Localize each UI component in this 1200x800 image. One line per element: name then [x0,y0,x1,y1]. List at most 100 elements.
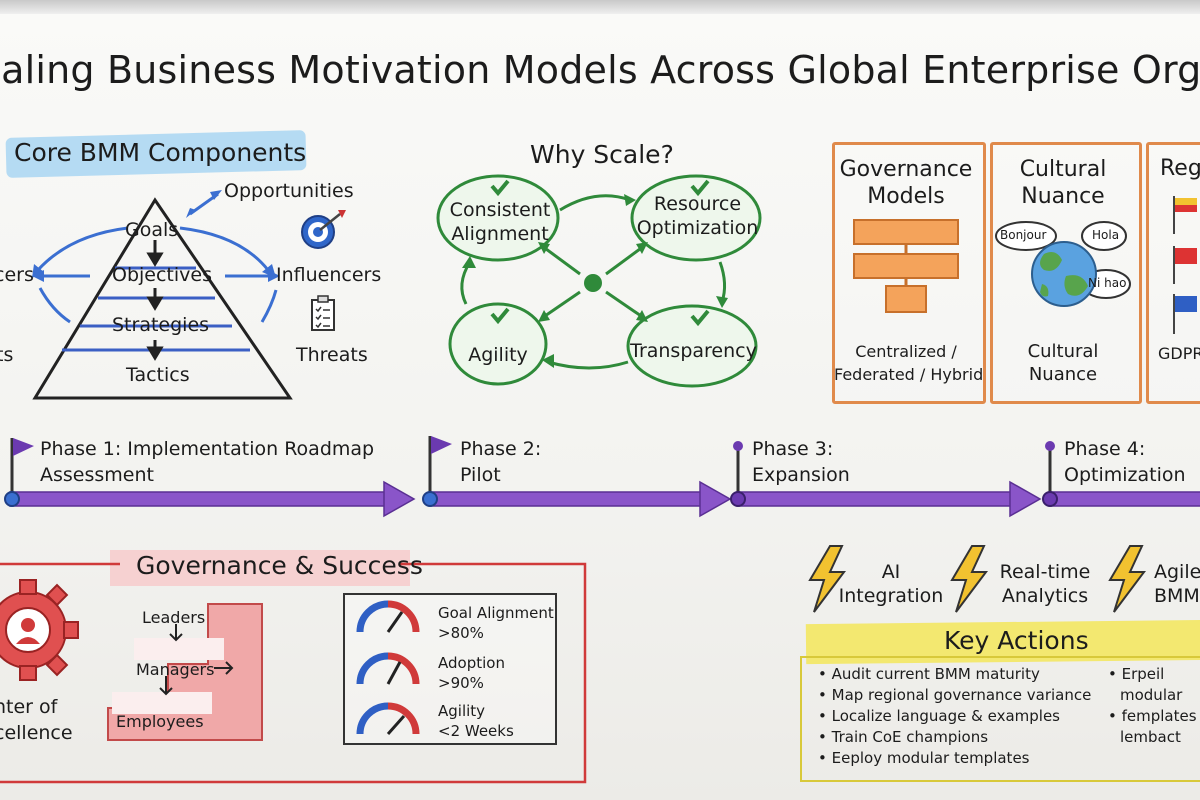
center-dot [584,274,602,292]
cycle-arrow [718,261,727,303]
pyramid-strategies: Strategies [112,314,210,336]
trend-agile-bmm: Agile BMM [1154,560,1200,608]
left-partial-label: cers [0,264,34,286]
node-transparency-label: Transparency [630,340,757,362]
phase-line: Optimization [1064,464,1186,486]
pyramid-objectives: Objectives [112,264,212,286]
trend-line: AI [881,561,901,583]
influencers-label: Influencers [276,264,382,286]
globe-icon [1031,241,1097,307]
action-text: Eeploy modular templates [831,749,1030,767]
cycle-arrow [547,360,629,370]
key-actions-box [800,656,1200,782]
gauge-icon [356,652,420,685]
lightning-icon [1108,545,1146,613]
managers-label: Managers [136,660,215,679]
roadmap-timeline [4,436,1200,518]
target-icon [301,210,346,249]
phase-arrowhead [1009,480,1042,518]
title-line: Models [867,184,945,209]
leaders-label: Leaders [142,608,206,627]
flag-icon [1173,294,1197,334]
employees-label: Employees [116,712,204,731]
clipboard-icon [311,295,335,331]
why-scale-diagram [436,174,762,388]
flag-icon [1173,196,1197,234]
phase-arrowhead [699,480,732,518]
action-item: • Audit current BMM maturity [818,665,1040,683]
action-item: • Localize language & examples [818,707,1060,725]
pyramid-outline [32,197,293,400]
core-blue-arrows [36,192,278,324]
org-structure-icon [853,219,959,313]
milestone-pin [1042,441,1058,507]
metric-label: Goal Alignment [438,604,554,622]
bubble-ni-hao: Ni hao [1088,276,1127,290]
governance-models-title: Governance Models [836,156,976,210]
flag-icon [1173,246,1197,284]
action-text: Erpeil [1121,665,1165,683]
trend-line: BMM [1154,585,1200,607]
key-actions-side-list: • Erpeil modular • femplates lembact [1108,664,1197,748]
governance-heading: Governance & Success [136,551,423,580]
left-partial-label-2: ts [0,344,14,366]
core-diagram [32,190,346,400]
cycle-arrow [559,194,631,212]
coe-line: nter of [0,696,58,718]
why-scale-heading: Why Scale? [530,140,674,169]
metric-label: Agility [438,702,486,720]
cultural-nuance-caption: Cultural Nuance [992,340,1134,386]
phase-line: Assessment [40,464,154,486]
threats-label: Threats [296,344,368,366]
caption-line: Cultural [1027,341,1099,362]
phase-line: Expansion [752,464,850,486]
trend-ai-integration: AI Integration [836,560,946,608]
node-agility [448,302,548,386]
metric-agility: Agility <2 Weeks [438,701,514,741]
gauge-icon [356,702,420,735]
label-line: Consistent [449,199,551,221]
regulatory-caption: GDPR [1158,344,1200,363]
node-resource-optimization [630,174,762,262]
action-text: Train CoE champions [831,728,989,746]
action-text: Map regional governance variance [831,686,1092,704]
phase-line: Phase 1: Implementation Roadmap [40,438,375,460]
regulatory-title: Regu [1160,156,1200,181]
phase-line: Phase 2: [460,438,542,460]
core-heading: Core BMM Components [14,138,307,167]
check-icons [490,179,710,327]
key-actions-list: • Audit current BMM maturity • Map regio… [818,664,1091,769]
lightning-icon [808,545,846,613]
phase-4-label: Phase 4: Optimization [1064,436,1186,488]
coe-line: cellence [0,722,73,744]
action-item: • Erpeil [1108,665,1165,683]
flag-icon [4,438,34,507]
action-text: femplates [1121,707,1197,725]
action-item: • Train CoE champions [818,728,989,746]
pyramid-goals: Goals [125,219,179,241]
gauge-icon [356,600,420,633]
trend-line: Analytics [1001,585,1089,607]
phase-arrowhead [383,480,416,518]
action-item: • Eeploy modular templates [818,749,1030,767]
title-line: Nuance [1021,184,1105,209]
action-text: Localize language & examples [831,707,1060,725]
gear-icon [0,579,79,681]
phase-line: Pilot [460,464,501,486]
flag-icons [1173,196,1197,334]
milestone-pin [730,441,746,507]
node-resource-optimization-label: Resource Optimization [630,192,765,240]
caption-line: Centralized / [855,342,957,361]
node-transparency [626,304,758,388]
phase-bar [429,491,703,507]
opportunities-label: Opportunities [224,180,354,202]
metric-target: >80% [438,624,484,642]
center-of-excellence-label: nter of cellence [0,694,73,746]
label-line: Resource [653,193,742,215]
page-title: caling Business Motivation Models Across… [0,48,1200,92]
phase-2-label: Phase 2: Pilot [460,436,541,488]
caption-line: Federated / Hybrid [834,365,984,384]
action-text: Audit current BMM maturity [831,665,1040,683]
pyramid-down-arrows [146,240,164,361]
